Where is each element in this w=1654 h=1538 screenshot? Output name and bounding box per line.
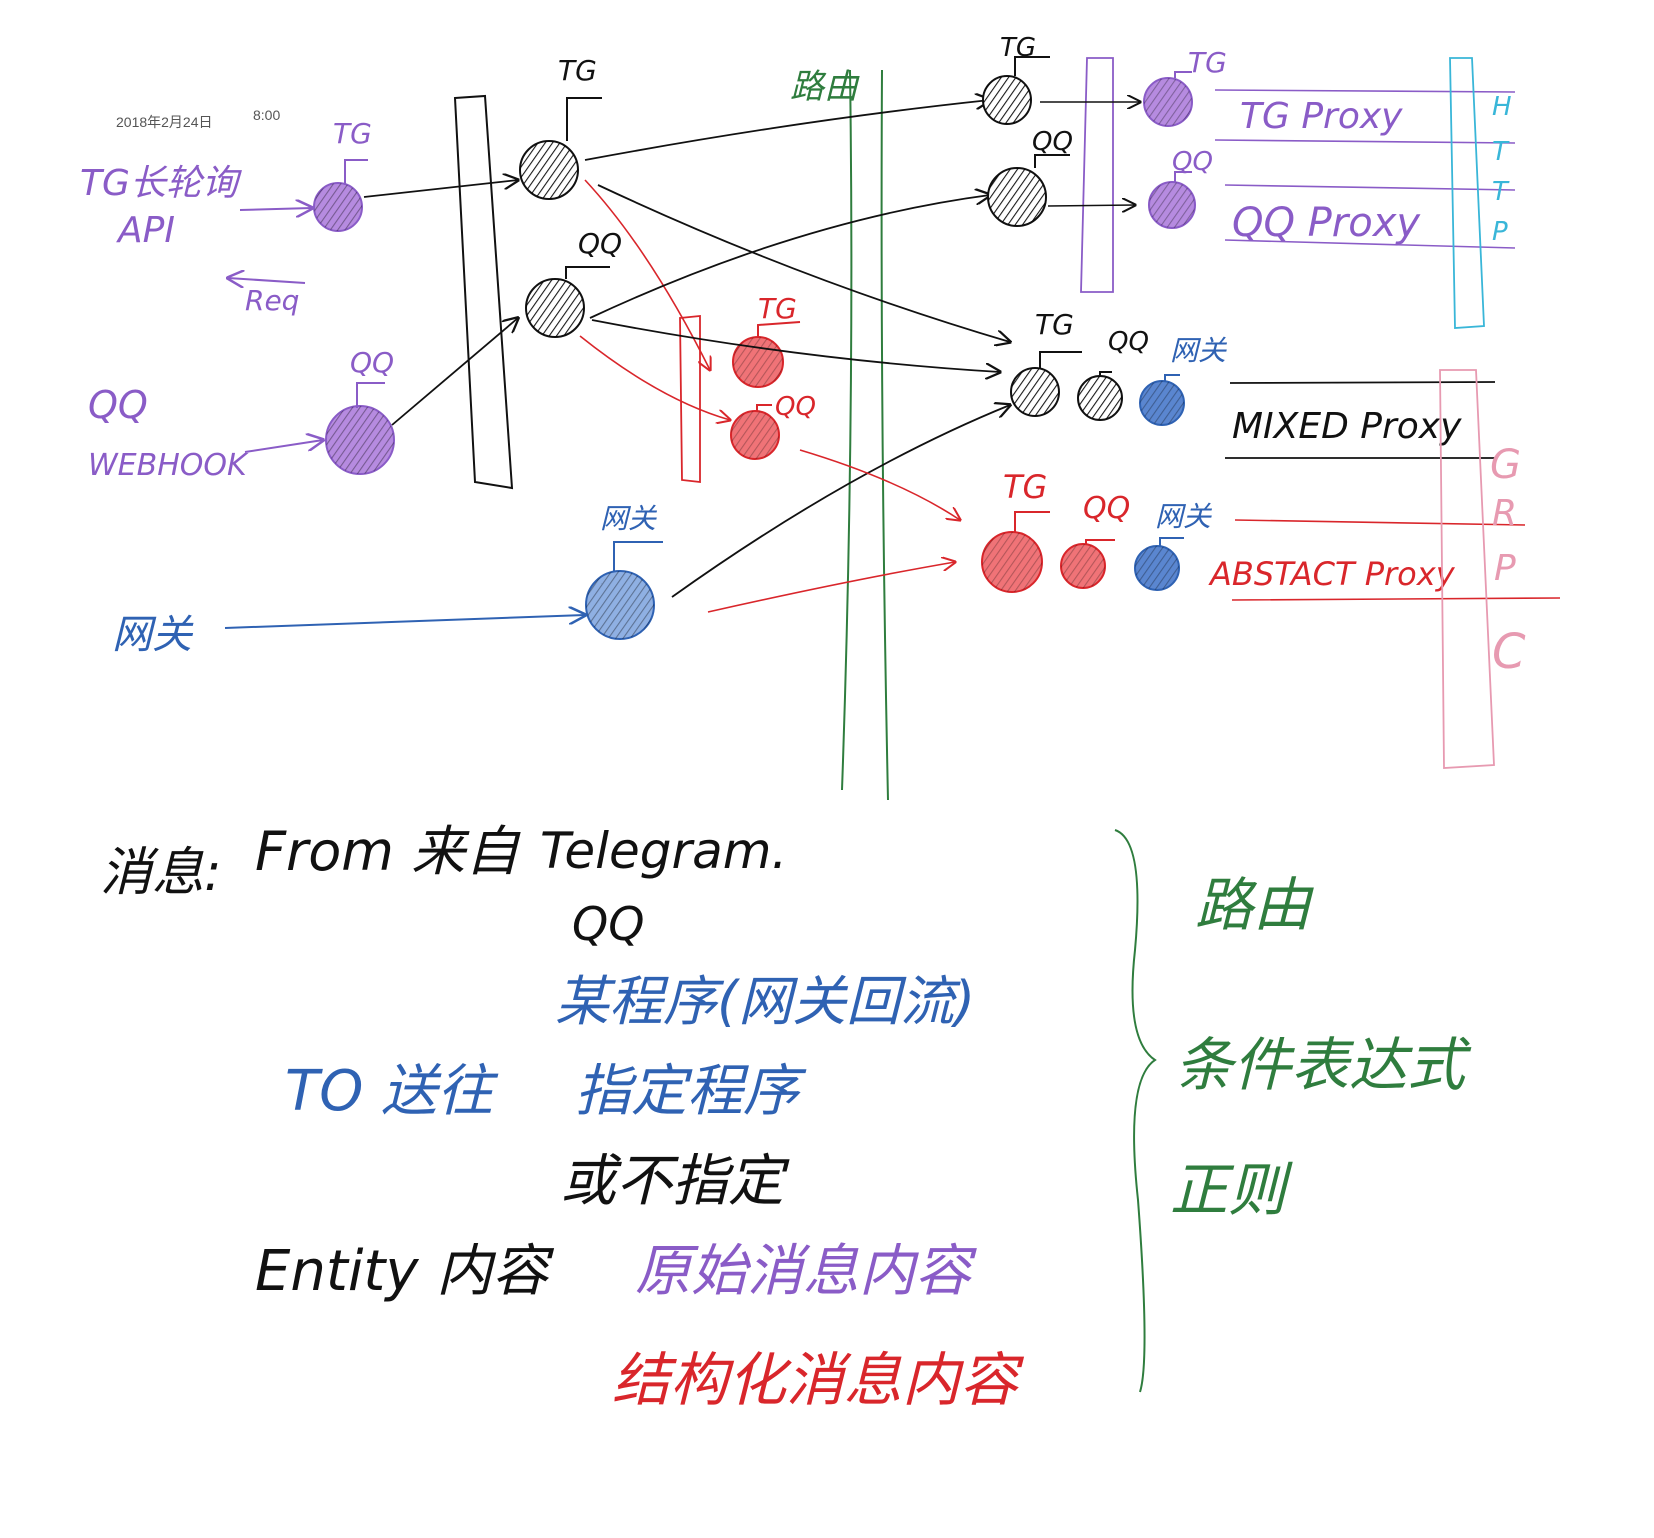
entity-raw: 原始消息内容: [635, 1239, 977, 1304]
http-letter-t1: T: [1492, 137, 1510, 167]
egress-node-tg: TG: [982, 33, 1050, 125]
to-program: 指定程序: [575, 1059, 807, 1124]
source-qq-label: QQ: [88, 383, 148, 427]
abstract-proxy-label: ABSTACT Proxy: [1208, 555, 1456, 593]
mixed-node-gateway: 网关: [1139, 334, 1228, 426]
abstract-node-tg-label: TG: [1003, 468, 1047, 506]
source-tg-arrow: [239, 208, 312, 210]
tg-proxy-label: TG Proxy: [1240, 96, 1403, 137]
abstract-node-gateway: 网关: [1134, 500, 1213, 591]
abstract-node-qq: QQ: [1060, 491, 1130, 589]
grpc-bar: [1439, 369, 1495, 769]
http-bar: [1080, 57, 1114, 293]
entity-structured: 结构化消息内容: [612, 1346, 1025, 1414]
input-node-qq-label: QQ: [350, 346, 394, 379]
abstract-node-qq-label: QQ: [1083, 491, 1130, 526]
source-tg-label: TG长轮询: [80, 163, 243, 204]
source-qq-arrow: [244, 440, 323, 453]
rules-brace: [1114, 829, 1157, 1393]
core-node-tg: TG: [519, 54, 602, 200]
http-node-tg-label: TG: [1188, 46, 1227, 79]
abstract-node-tg: TG: [981, 468, 1050, 593]
source-gateway-arrow: [224, 615, 585, 629]
adapter-bar: [453, 94, 514, 490]
source-api-label: API: [116, 210, 175, 251]
entity-label: Entity 内容: [255, 1239, 554, 1304]
rule-routing: 路由: [1195, 871, 1314, 939]
egress-node-qq-label: QQ: [1032, 127, 1073, 157]
structured-node-tg-label: TG: [758, 292, 797, 325]
input-node-tg: TG: [313, 117, 372, 232]
input-node-gateway: 网关: [585, 502, 663, 640]
input-node-tg-label: TG: [333, 117, 372, 150]
core-node-qq-label: QQ: [578, 227, 622, 260]
egress-node-qq: QQ: [987, 127, 1073, 227]
http-node-qq: QQ: [1148, 147, 1213, 229]
source-webhook-label: WEBHOOK: [88, 448, 249, 483]
grpc-letter-r: R: [1492, 493, 1517, 534]
to-none: 或不指定: [560, 1149, 790, 1214]
grpc-letter-c: C: [1492, 624, 1526, 680]
from-label: From 来自: [255, 820, 521, 883]
routing-band: [841, 69, 889, 801]
mixed-node-qq-label: QQ: [1108, 327, 1149, 357]
input-node-qq: QQ: [325, 346, 395, 475]
mixed-node-tg: TG: [1010, 308, 1082, 417]
core-node-qq: QQ: [525, 227, 622, 338]
rule-regex: 正则: [1170, 1156, 1293, 1224]
source-tg-longpoll: TG长轮询 API Req: [80, 163, 312, 317]
http-letter-p: P: [1492, 217, 1508, 247]
grpc-letter-g: G: [1490, 442, 1521, 488]
http-node-qq-label: QQ: [1172, 147, 1213, 177]
source-qq-webhook: QQ WEBHOOK: [88, 383, 323, 483]
to-label: TO 送往: [285, 1059, 499, 1124]
http-protocol-bar: [1449, 57, 1485, 329]
http-letter-t2: T: [1492, 177, 1510, 207]
structured-node-qq: QQ: [730, 392, 816, 460]
qq-proxy-label: QQ Proxy: [1232, 200, 1421, 246]
structured-node-qq-label: QQ: [775, 392, 816, 422]
message-notes: 消息: From 来自 Telegram. QQ 某程序(网关回流) TO 送往…: [100, 820, 1025, 1414]
message-label: 消息:: [100, 843, 222, 903]
routing-rules: 路由 条件表达式 正则: [1170, 871, 1472, 1224]
from-qq: QQ: [572, 897, 644, 951]
time-stamp: 8:00: [253, 107, 281, 123]
from-telegram: Telegram.: [540, 822, 787, 880]
req-label: Req: [245, 284, 299, 317]
abstract-node-gateway-label: 网关: [1155, 500, 1213, 533]
http-letter-h: H: [1492, 92, 1512, 122]
egress-node-tg-label: TG: [1000, 33, 1036, 63]
from-program: 某程序(网关回流): [555, 970, 975, 1033]
mixed-node-qq: QQ: [1077, 327, 1149, 421]
mixed-node-tg-label: TG: [1035, 308, 1074, 341]
req-arrow: [228, 278, 306, 283]
mixed-proxy-label: MIXED Proxy: [1232, 406, 1462, 447]
input-node-gateway-label: 网关: [600, 502, 658, 535]
mixed-node-gateway-label: 网关: [1170, 334, 1228, 367]
rule-condition: 条件表达式: [1175, 1031, 1472, 1099]
http-node-tg: TG: [1143, 46, 1227, 127]
core-node-tg-label: TG: [558, 54, 597, 87]
date-stamp: 2018年2月24日: [116, 114, 213, 130]
routing-band-label: 路由: [790, 67, 860, 107]
source-gateway: 网关: [112, 612, 585, 658]
source-gateway-label: 网关: [112, 612, 194, 658]
structured-node-tg: TG: [732, 292, 801, 388]
structured-bar: [679, 315, 701, 484]
grpc-letter-p: P: [1494, 548, 1516, 589]
